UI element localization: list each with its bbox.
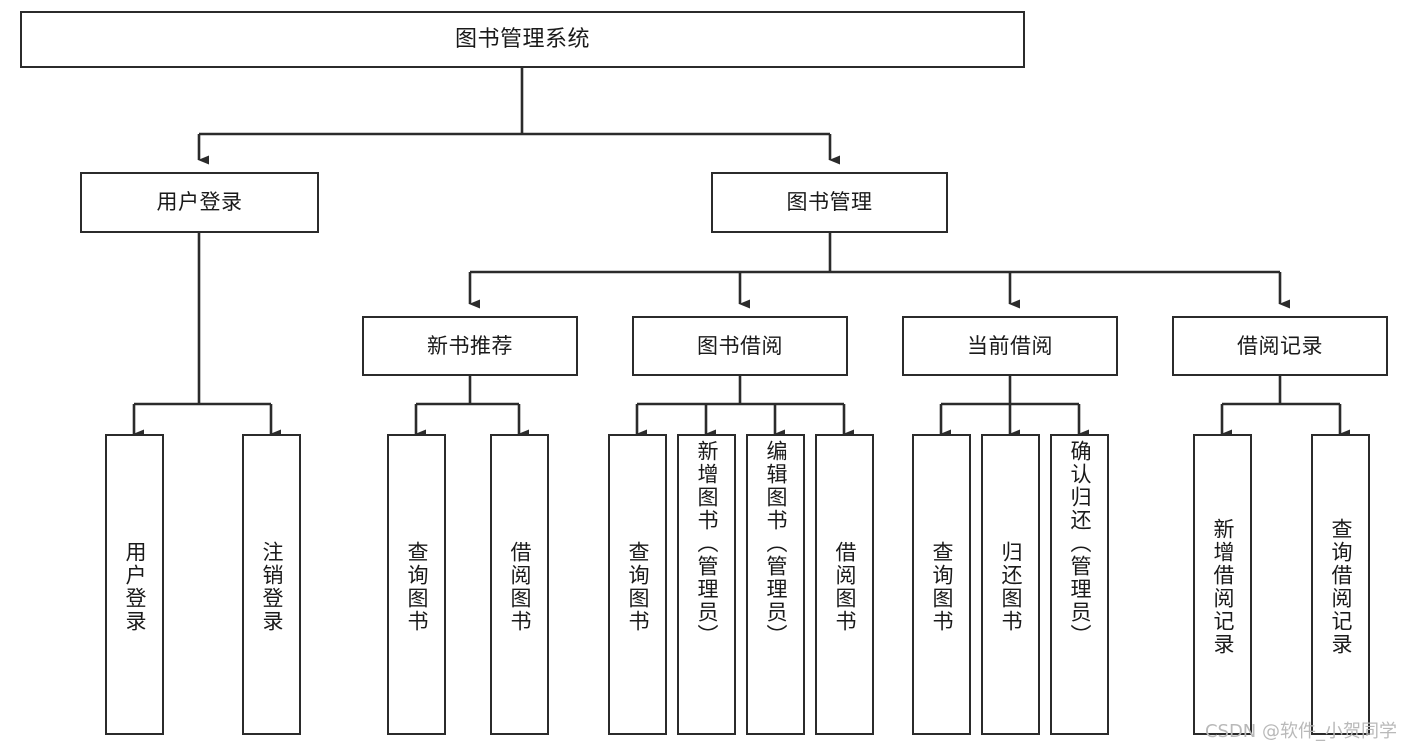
node-leaf-return-book[interactable]: 归还图书 xyxy=(981,434,1040,735)
watermark-text: CSDN @软件_小贺同学 xyxy=(1204,721,1397,742)
node-label: 查询图书 xyxy=(626,540,651,633)
node-label: 确认归还（管理员） xyxy=(1068,440,1093,647)
node-leaf-query-book-recommend[interactable]: 查询图书 xyxy=(387,434,446,735)
node-leaf-query-book-borrow[interactable]: 查询图书 xyxy=(608,434,667,735)
node-label: 用户登录 xyxy=(123,540,148,633)
node-new-book-recommend[interactable]: 新书推荐 xyxy=(362,316,578,376)
node-leaf-query-book-current[interactable]: 查询图书 xyxy=(912,434,971,735)
node-leaf-confirm-return[interactable]: 确认归还（管理员） xyxy=(1050,434,1109,735)
node-leaf-add-borrow-record[interactable]: 新增借阅记录 xyxy=(1193,434,1252,735)
node-label: 注销登录 xyxy=(260,540,285,633)
node-label: 用户登录 xyxy=(156,190,243,215)
node-label: 查询借阅记录 xyxy=(1329,517,1354,656)
node-borrow-record[interactable]: 借阅记录 xyxy=(1172,316,1388,376)
node-root-book-management-system[interactable]: 图书管理系统 xyxy=(20,11,1025,68)
node-user-login[interactable]: 用户登录 xyxy=(80,172,319,233)
node-label: 借阅记录 xyxy=(1237,333,1323,358)
node-label: 新增图书（管理员） xyxy=(695,440,720,647)
node-leaf-borrow-book[interactable]: 借阅图书 xyxy=(815,434,874,735)
node-label: 图书借阅 xyxy=(697,333,783,358)
node-label: 归还图书 xyxy=(999,540,1024,633)
node-leaf-borrow-book-recommend[interactable]: 借阅图书 xyxy=(490,434,549,735)
node-label: 新增借阅记录 xyxy=(1211,517,1236,656)
node-label: 查询图书 xyxy=(930,540,955,633)
node-label: 新书推荐 xyxy=(427,333,513,358)
node-leaf-edit-book[interactable]: 编辑图书（管理员） xyxy=(746,434,805,735)
node-label: 查询图书 xyxy=(405,540,430,633)
node-book-manage[interactable]: 图书管理 xyxy=(711,172,948,233)
node-label: 当前借阅 xyxy=(967,333,1053,358)
node-label: 图书管理系统 xyxy=(454,26,590,52)
node-leaf-add-book[interactable]: 新增图书（管理员） xyxy=(677,434,736,735)
node-current-borrow[interactable]: 当前借阅 xyxy=(902,316,1118,376)
node-book-borrow[interactable]: 图书借阅 xyxy=(632,316,848,376)
node-label: 编辑图书（管理员） xyxy=(764,440,789,647)
node-label: 借阅图书 xyxy=(508,540,533,633)
node-leaf-user-login[interactable]: 用户登录 xyxy=(105,434,164,735)
node-leaf-query-borrow-record[interactable]: 查询借阅记录 xyxy=(1311,434,1370,735)
node-label: 图书管理 xyxy=(786,190,873,215)
node-leaf-logout-login[interactable]: 注销登录 xyxy=(242,434,301,735)
node-label: 借阅图书 xyxy=(833,540,858,633)
